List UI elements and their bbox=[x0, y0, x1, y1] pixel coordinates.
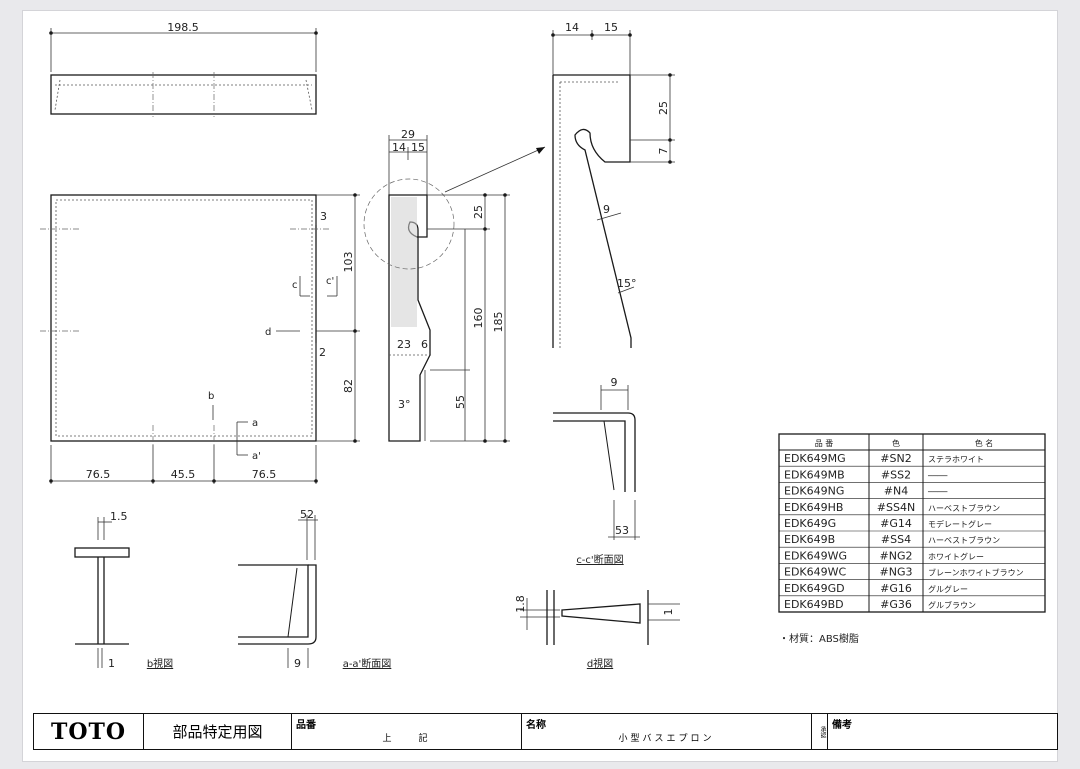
table-cell-part-number: EDK649B bbox=[784, 533, 835, 546]
front-view: 103 82 3 2 c c' d b a a' 76.5 45.5 76.5 bbox=[40, 193, 360, 484]
table-cell-part-number: EDK649WC bbox=[784, 566, 847, 579]
dim-b-15: 1.5 bbox=[110, 510, 128, 523]
dim-b-1: 1 bbox=[108, 657, 115, 670]
dim-185: 185 bbox=[492, 312, 505, 333]
table-cell-color-name: ハーベストブラウン bbox=[928, 503, 1000, 513]
dim-detail-15deg: 15° bbox=[617, 277, 637, 290]
dim-d-1: 1 bbox=[662, 609, 675, 616]
name-value: 小型バスエプロン bbox=[618, 734, 715, 744]
part-no-label: 品番 bbox=[296, 720, 316, 731]
label-d-view: d視図 bbox=[587, 657, 613, 670]
table-cell-part-number: EDK649BD bbox=[784, 598, 844, 611]
dim-aa-9: 9 bbox=[294, 657, 301, 670]
dim-detail-25: 25 bbox=[657, 101, 670, 115]
detail-view: 14 15 25 7 9 15° bbox=[551, 21, 675, 348]
dim-29: 29 bbox=[401, 128, 415, 141]
label-aa-section: a-a'断面図 bbox=[343, 657, 392, 670]
table-cell-color-code: #G16 bbox=[880, 582, 912, 595]
dim-aa-52: 52 bbox=[300, 508, 314, 521]
remarks-label: 備考 bbox=[832, 720, 852, 731]
dim-bottom-mid: 45.5 bbox=[171, 468, 196, 481]
dim-d-18: 1.8 bbox=[514, 595, 527, 613]
table-cell-color-name: ステラホワイト bbox=[928, 455, 984, 464]
dim-160: 160 bbox=[472, 308, 485, 329]
dim-detail-7: 7 bbox=[657, 148, 670, 155]
table-header-part: 品 番 bbox=[815, 438, 834, 448]
dim-3deg: 3° bbox=[398, 398, 411, 411]
section-mark-d: d bbox=[265, 327, 271, 338]
color-table: 品 番 色 色 名 EDK649MG #SN2 ステラホワイト EDK649MB #SS… bbox=[778, 433, 1046, 613]
part-no-cell: 品番 上 記 bbox=[292, 714, 522, 749]
table-cell-color-name: ──── bbox=[927, 471, 947, 480]
section-mark-c-prime: c' bbox=[326, 276, 334, 287]
material-note: ・材質：ABS樹脂 bbox=[779, 632, 859, 645]
section-mark-b: b bbox=[208, 391, 214, 402]
section-mark-a-prime: a' bbox=[252, 451, 261, 462]
table-cell-color-code: #G36 bbox=[880, 598, 912, 611]
table-cell-color-code: #NG3 bbox=[880, 566, 913, 579]
table-cell-color-name: グルグレー bbox=[928, 584, 968, 594]
table-cell-part-number: EDK649HB bbox=[784, 501, 843, 514]
dim-15: 15 bbox=[411, 141, 425, 154]
table-cell-color-name: ハーベストブラウン bbox=[928, 535, 1000, 545]
side-view: 29 14 15 23 6 3° 25 160 185 55 bbox=[363, 128, 546, 443]
dim-detail-9: 9 bbox=[603, 203, 610, 216]
table-cell-color-code: #SN2 bbox=[880, 452, 911, 465]
dim-bottom-right: 76.5 bbox=[252, 468, 277, 481]
name-label: 名称 bbox=[526, 720, 546, 731]
cc-section-view: 9 53 c-c'断面図 bbox=[553, 376, 640, 566]
table-cell-color-code: #N4 bbox=[884, 485, 908, 498]
dim-top-width: 198.5 bbox=[167, 21, 199, 34]
table-cell-part-number: EDK649GD bbox=[784, 582, 845, 595]
table-cell-color-name: ブレーンホワイトブラウン bbox=[928, 568, 1024, 578]
table-cell-part-number: EDK649MG bbox=[784, 452, 846, 465]
table-header-color-name: 色 名 bbox=[975, 438, 994, 448]
remarks-cell: 備考 bbox=[828, 714, 1057, 749]
dim-55: 55 bbox=[454, 395, 467, 409]
table-cell-part-number: EDK649NG bbox=[784, 485, 844, 498]
drawing-title: 部品特定用図 bbox=[144, 714, 292, 749]
dim-6: 6 bbox=[421, 338, 428, 351]
dim-detail-15: 15 bbox=[604, 21, 618, 34]
table-cell-color-name: ──── bbox=[927, 488, 947, 497]
table-cell-part-number: EDK649MB bbox=[784, 468, 845, 481]
dim-82: 82 bbox=[342, 379, 355, 393]
table-cell-part-number: EDK649G bbox=[784, 517, 836, 530]
table-cell-color-code: #NG2 bbox=[880, 549, 913, 562]
dim-bottom-left: 76.5 bbox=[86, 468, 111, 481]
table-cell-color-code: #SS2 bbox=[881, 468, 911, 481]
dim-23: 23 bbox=[397, 338, 411, 351]
table-cell-color-name: ホワイトグレー bbox=[928, 551, 984, 561]
section-mark-c: c bbox=[292, 280, 298, 291]
part-no-value: 上 記 bbox=[382, 734, 431, 744]
aa-section-view: 52 9 a-a'断面図 bbox=[238, 508, 391, 670]
dim-3: 3 bbox=[320, 210, 327, 223]
title-block: TOTO 部品特定用図 品番 上 記 名称 小型バスエプロン 承認 備考 bbox=[33, 713, 1058, 750]
label-cc-section: c-c'断面図 bbox=[576, 553, 623, 566]
brand-logo: TOTO bbox=[34, 714, 144, 749]
table-cell-color-code: #G14 bbox=[880, 517, 912, 530]
drawing-sheet bbox=[22, 10, 1058, 762]
table-cell-color-code: #SS4 bbox=[881, 533, 911, 546]
table-cell-part-number: EDK649WG bbox=[784, 549, 847, 562]
approval-stamp: 承認 bbox=[812, 714, 828, 749]
table-cell-color-name: モデレートグレー bbox=[928, 519, 992, 529]
table-header-color: 色 bbox=[892, 438, 900, 448]
dim-detail-14: 14 bbox=[565, 21, 579, 34]
name-cell: 名称 小型バスエプロン bbox=[522, 714, 812, 749]
b-view: 1.5 1 b視図 bbox=[74, 510, 173, 670]
d-view: 1.8 1 d視図 bbox=[514, 590, 680, 670]
section-mark-a: a bbox=[252, 418, 258, 429]
dim-side-25: 25 bbox=[472, 205, 485, 219]
top-view: 198.5 bbox=[49, 21, 318, 117]
table-cell-color-code: #SS4N bbox=[877, 501, 915, 514]
label-b-view: b視図 bbox=[147, 657, 173, 670]
dim-cc-9: 9 bbox=[611, 376, 618, 389]
dim-cc-53: 53 bbox=[615, 524, 629, 537]
dim-2: 2 bbox=[319, 346, 326, 359]
dim-14: 14 bbox=[392, 141, 406, 154]
table-cell-color-name: グルブラウン bbox=[928, 600, 976, 610]
dim-103: 103 bbox=[342, 252, 355, 273]
